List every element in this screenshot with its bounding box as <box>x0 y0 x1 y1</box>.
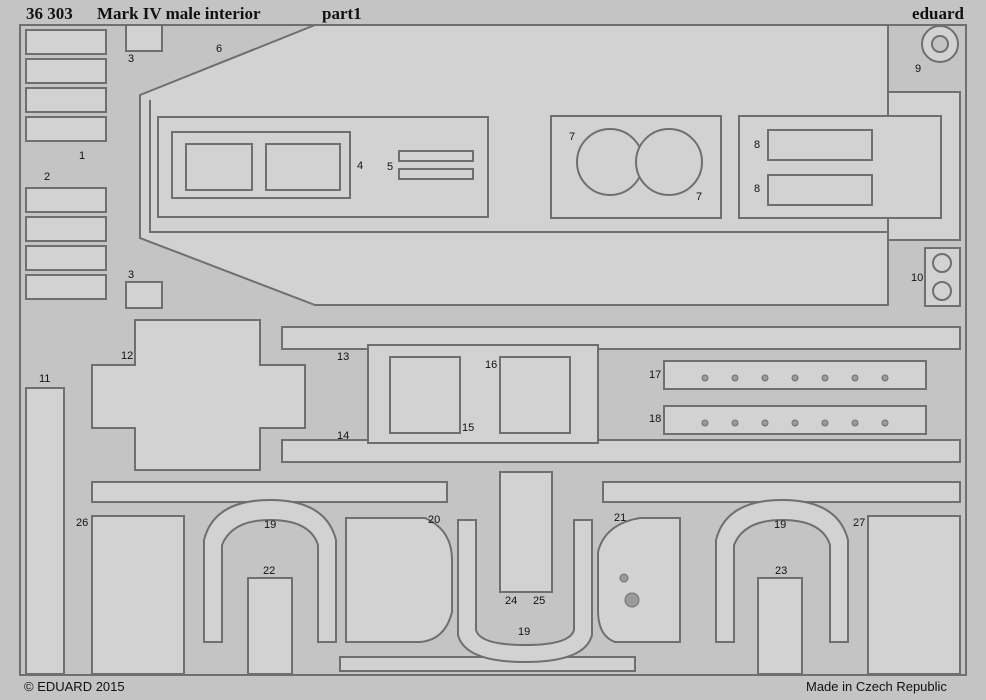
part-label: 15 <box>462 422 475 434</box>
part-19-arch-right <box>715 498 849 643</box>
part-19-u-centre <box>457 519 593 664</box>
part-1-strip-4 <box>25 116 107 142</box>
part-18-rivet <box>821 419 829 427</box>
part-label: 4 <box>357 160 364 172</box>
part-label: 25 <box>533 595 546 607</box>
fret-part: part1 <box>322 4 362 23</box>
part-2-strip-4 <box>25 274 107 300</box>
part-17-rivet <box>851 374 859 382</box>
part-17-rivet <box>791 374 799 382</box>
rail-lower <box>281 439 961 463</box>
part-18-rivet <box>731 419 739 427</box>
part-18-rivet <box>701 419 709 427</box>
copyright: © EDUARD 2015 <box>24 679 125 694</box>
part-24-25-sprue <box>499 471 553 593</box>
part-label: 14 <box>337 430 350 442</box>
part-21-plate <box>597 517 681 643</box>
part-10-ring-bottom <box>932 281 952 301</box>
part-label: 3 <box>128 53 135 65</box>
part-label: 2 <box>44 171 51 183</box>
strip-right <box>602 481 961 503</box>
part-3-bottom <box>125 281 163 309</box>
part-19-arch-left <box>203 498 337 643</box>
part-label: 22 <box>263 565 276 577</box>
part-8-grille-top <box>767 129 873 161</box>
part-5-strip-top <box>398 150 474 162</box>
part-18-rivet <box>881 419 889 427</box>
part-label: 20 <box>428 514 441 526</box>
part-label: 19 <box>264 519 277 531</box>
part-label: 24 <box>505 595 518 607</box>
part-label: 16 <box>485 359 498 371</box>
part-6-inner-rail <box>149 100 888 233</box>
part-label: 6 <box>216 43 223 55</box>
part-label: 3 <box>128 269 135 281</box>
part-16-box <box>499 356 571 434</box>
part-label: 12 <box>121 350 134 362</box>
part-5-strip-bottom <box>398 168 474 180</box>
part-label: 8 <box>754 139 761 151</box>
part-label: 7 <box>696 191 703 203</box>
part-7-disc-right <box>635 128 703 196</box>
part-label: 26 <box>76 517 89 529</box>
part-label: 21 <box>614 512 627 524</box>
fret-code: 36 303 <box>26 4 73 23</box>
part-2-strip-2 <box>25 216 107 242</box>
part-label: 10 <box>911 272 924 284</box>
part-label: 13 <box>337 351 350 363</box>
part-21-hole <box>624 592 640 608</box>
part-8-grille-bottom <box>767 174 873 206</box>
fret-title: Mark IV male interior <box>97 4 261 23</box>
part-label: 5 <box>387 161 394 173</box>
part-10-ring-top <box>932 253 952 273</box>
part-3-top <box>125 24 163 52</box>
part-1-strip-3 <box>25 87 107 113</box>
part-6-floor-panel <box>139 24 889 306</box>
part-label: 9 <box>915 63 922 75</box>
brand-logo: eduard <box>912 4 964 23</box>
part-27-panel <box>867 515 961 675</box>
part-17-rivet <box>761 374 769 382</box>
part-1-strip-1 <box>25 29 107 55</box>
part-26-panel <box>91 515 185 675</box>
part-4-box-right <box>265 143 341 191</box>
part-17-rivet <box>731 374 739 382</box>
part-label: 23 <box>775 565 788 577</box>
part-label: 18 <box>649 413 662 425</box>
part-4-box-left <box>185 143 253 191</box>
part-20-plate <box>345 517 453 643</box>
rail-upper <box>281 326 961 350</box>
part-label: 27 <box>853 517 866 529</box>
origin-note: Made in Czech Republic <box>806 679 947 694</box>
part-9-hole <box>931 35 949 53</box>
part-17-rivet <box>701 374 709 382</box>
part-18-rivet <box>791 419 799 427</box>
part-7-disc-left <box>576 128 644 196</box>
strip-left <box>91 481 448 503</box>
part-label: 11 <box>39 373 51 385</box>
part-label: 8 <box>754 183 761 195</box>
part-2-strip-1 <box>25 187 107 213</box>
part-label: 19 <box>518 626 531 638</box>
part-18-rivet <box>851 419 859 427</box>
part-18-rivet <box>761 419 769 427</box>
part-21-hole-small <box>619 573 629 583</box>
part-label: 7 <box>569 131 576 143</box>
part-label: 19 <box>774 519 787 531</box>
part-23-bracket <box>757 577 803 675</box>
part-1-strip-2 <box>25 58 107 84</box>
part-15-box <box>389 356 461 434</box>
part-label: 1 <box>79 150 86 162</box>
part-11-strip <box>25 387 65 675</box>
part-label: 17 <box>649 369 662 381</box>
part-17-rivet <box>821 374 829 382</box>
part-17-rivet <box>881 374 889 382</box>
part-12-box-net <box>91 319 306 471</box>
part-22-bracket <box>247 577 293 675</box>
part-2-strip-3 <box>25 245 107 271</box>
